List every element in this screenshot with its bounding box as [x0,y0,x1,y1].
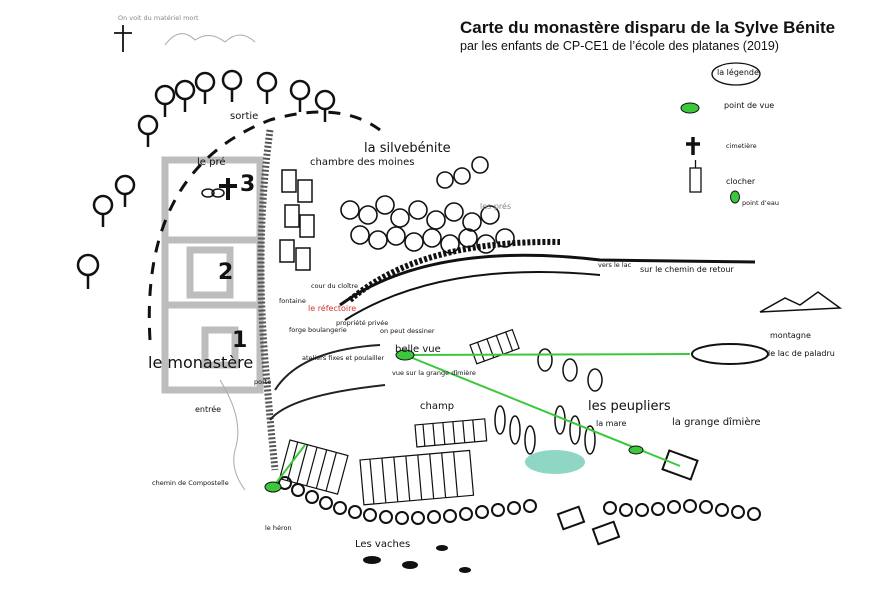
legend-box [680,62,761,204]
bottom-stone-wall [278,476,761,525]
map-title: Carte du monastère disparu de la Sylve B… [460,18,836,37]
label-vers-le-lac: vers le lac [598,261,632,269]
pond [525,450,585,474]
label-le-refectoire: le réfectoire [308,304,357,313]
top-left-note: On voit du matériel mort [118,14,199,22]
title-block: Carte du monastère disparu de la Sylve B… [460,18,880,54]
label-proprietaire: propriété privée [336,319,389,327]
monks-cells [279,169,315,271]
bell-tower-icon [689,160,702,193]
label-le-heron: le héron [265,524,292,532]
poplars [494,348,603,455]
eye-icon [680,102,700,114]
sight-lines [272,353,691,488]
building-number-3: 3 [240,172,256,197]
path-curve-2 [269,384,386,421]
label-forge: forge boulangerie [289,326,347,334]
label-les-pres: les prés [480,202,512,211]
mountain [759,291,843,313]
long-road-2 [344,271,601,321]
hedge [348,238,561,303]
label-la-mare: la mare [596,419,627,428]
map-subtitle: par les enfants de CP-CE1 de l’école des… [460,39,779,53]
label-chemin-compostelle: chemin de Compostelle [152,479,229,487]
top-left-sketch [114,25,256,491]
label-sortie: sortie [230,111,259,122]
legend-heading: la légende [717,68,759,77]
eyes-near-pre [201,188,225,198]
legend-label-water-point: point d’eau [742,199,779,207]
label-montagne: montagne [770,331,811,340]
label-les-vaches: Les vaches [355,539,411,550]
building-number-2: 2 [218,260,234,285]
lake [691,343,769,365]
cross-icon [686,137,700,155]
label-le-pre: le pré [197,157,226,168]
label-chambre-des-moines: chambre des moines [310,157,415,168]
label-le-monastere: le monastère [148,353,254,372]
water-point-icon [730,190,740,204]
cows [363,545,471,573]
dashed-boundary [147,110,381,341]
label-ateliers: ateliers fixes et poulailler [302,354,385,362]
label-la-silvebenite: la silvebénite [364,141,451,156]
view-eyes [264,349,644,493]
cemetery-cross [219,178,237,200]
path-curve [274,344,381,391]
label-on-peut-dessiner: on peut dessiner [380,327,435,335]
label-porte: porte [254,378,272,386]
label-champ: champ [420,401,455,412]
stone-wall [257,129,279,471]
long-road [339,253,756,307]
label-sur-le-chemin: sur le chemin de retour [640,265,734,274]
label-fontaine: fontaine [279,297,306,305]
building-number-1: 1 [232,328,248,353]
label-entree: entrée [195,405,222,414]
legend-label-bell-tower: clocher [726,177,756,186]
label-belle-vue: belle vue [395,344,441,355]
label-la-grange-dimiere: la grange dîmière [672,417,761,428]
label-sur-la-grange: vue sur la grange dîmière [392,369,476,377]
forest [340,156,515,254]
label-les-peupliers: les peupliers [588,399,671,414]
label-le-lac-de-paladru: le lac de paladru [768,349,835,358]
legend-label-viewpoint: point de vue [724,101,775,110]
label-cour-du-cloitre: cour du cloître [311,282,358,290]
legend-label-cemetery: cimetière [726,142,757,150]
trees-arc [76,69,336,289]
